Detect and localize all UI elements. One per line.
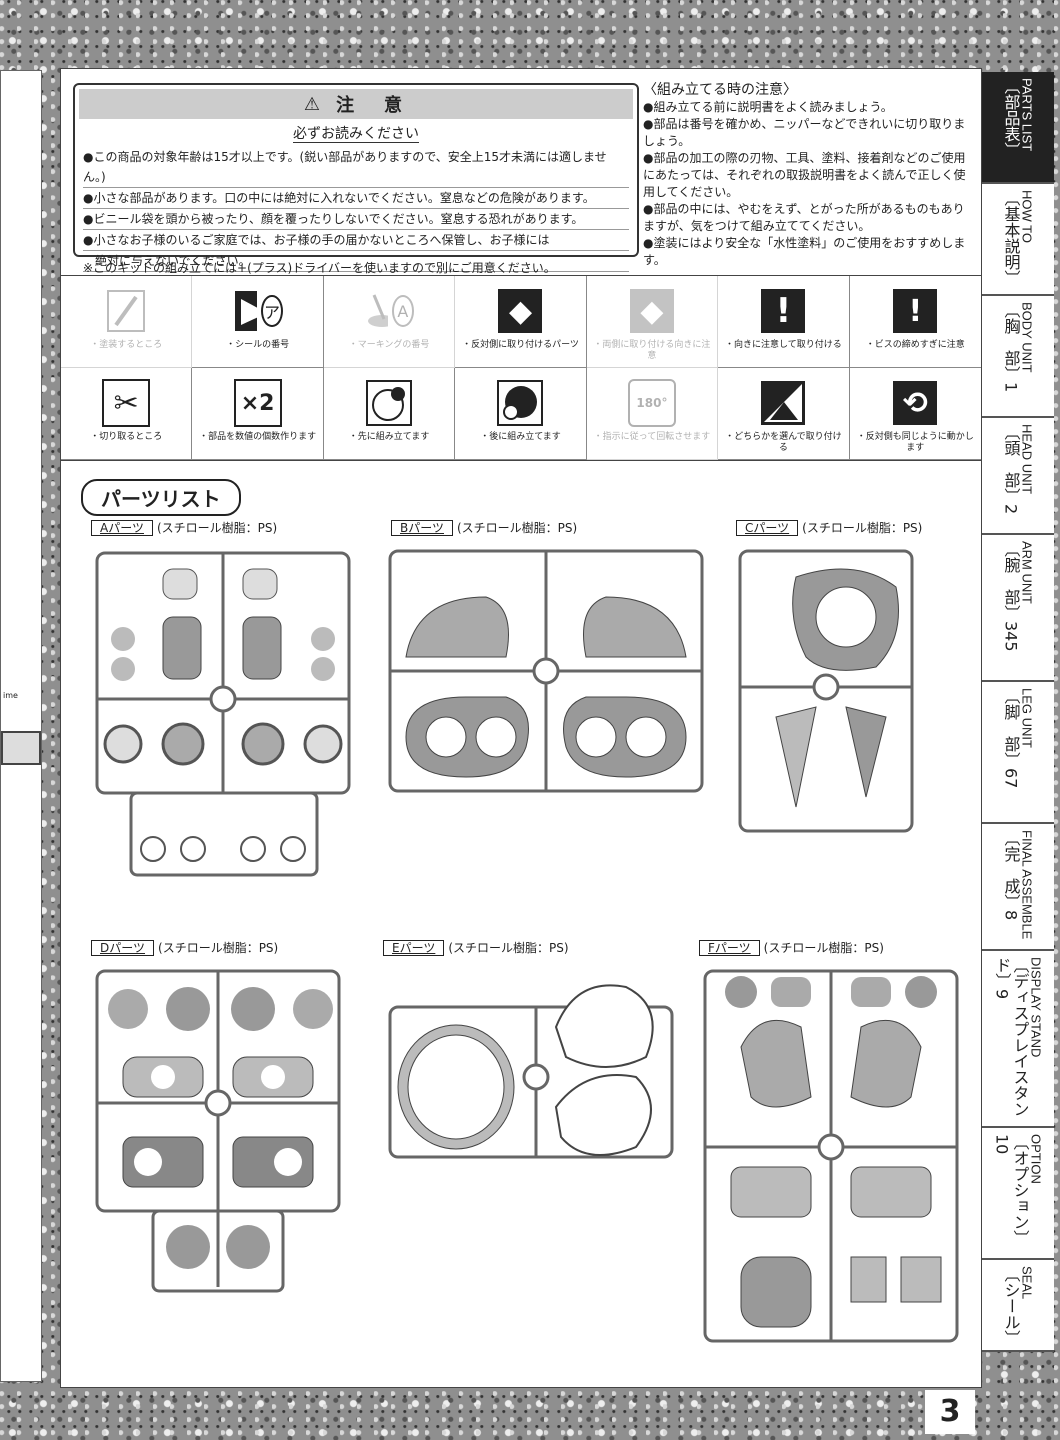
attention-icon: !: [758, 286, 808, 336]
symbol-label: ・どちらかを選んで取り付ける: [725, 432, 842, 453]
page-content: ⚠ 注 意 必ずお読みください ●この商品の対象年齢は15才以上です。(鋭い部品…: [60, 68, 982, 1388]
caution-title: 注 意: [336, 95, 409, 116]
symbol-label: ・後に組み立てます: [480, 432, 561, 442]
assembly-note: ●部品の中には、やむをえず、とがった所があるものもありますが、気をつけて組み立て…: [643, 202, 965, 233]
caution-item: ●小さなお子様のいるご家庭では、お子様の手の届かないところへ保管し、お子様には: [83, 230, 629, 251]
warning-triangle-icon: ⚠: [303, 93, 327, 115]
same-movement-icon: ⟲: [890, 378, 940, 428]
symbol-label: ・向きに注意して取り付ける: [724, 340, 842, 350]
caution-item: ●ビニール袋を頭から被ったり、顔を覆ったりしないでください。窒息する恐れがありま…: [83, 209, 629, 230]
symbol-legend: ・塗装するところ ア ・シールの番号 A ・マーキングの番号 ◆ ・反対側に取り…: [61, 275, 981, 461]
parts-label-b: Bパーツ(スチロール樹脂：PS): [391, 519, 577, 536]
caution-box: ⚠ 注 意 必ずお読みください ●この商品の対象年齢は15才以上です。(鋭い部品…: [73, 83, 639, 272]
symbol-label: ・マーキングの番号: [348, 340, 430, 350]
parts-label-f: Fパーツ(スチロール樹脂：PS): [699, 939, 884, 956]
symbol-cell: ・先に組み立てます: [323, 368, 456, 460]
caution-item: ●この商品の対象年齢は15才以上です。(鋭い部品がありますので、安全上15才未満…: [83, 147, 629, 188]
symbol-cell: 180° ・指示に従って回転させます: [586, 368, 719, 460]
runner-a: [95, 551, 351, 877]
parts-label-e: Eパーツ(スチロール樹脂：PS): [383, 939, 569, 956]
page-number: 3: [925, 1390, 975, 1434]
caution-subtitle: 必ずお読みください: [293, 126, 419, 143]
previous-page-fragment: ime: [3, 691, 18, 700]
symbol-cell: ⟲ ・反対側も同じように動かします: [849, 368, 981, 460]
nipper-icon: ✂: [101, 378, 151, 428]
both-sides-icon: ◆: [627, 286, 677, 336]
assembly-notes-title: 〈組み立てる時の注意〉: [643, 82, 797, 98]
tab-how-to[interactable]: 〔基本説明〕HOW TO: [982, 184, 1054, 296]
runner-c: [738, 549, 914, 833]
symbol-label: ・シールの番号: [226, 340, 290, 350]
previous-page-box: [1, 731, 41, 765]
symbol-cell: ・後に組み立てます: [455, 368, 587, 460]
multiply-icon: ×2: [233, 378, 283, 428]
symbol-cell: ! ・ビスの締めすぎに注意: [849, 276, 981, 368]
parts-label-c: Cパーツ(スチロール樹脂：PS): [736, 519, 922, 536]
symbol-cell: ◆ ・両側に取り付ける向きに注意: [586, 276, 719, 368]
symbol-label: ・部品を数値の個数作ります: [199, 432, 317, 442]
symbol-cell: A ・マーキングの番号: [323, 276, 456, 368]
caution-item: 絶対に与えないでください。: [83, 251, 629, 272]
symbol-cell: ・どちらかを選んで取り付ける: [718, 368, 850, 460]
tab-parts-list[interactable]: 〔部品表〕PARTS LIST: [982, 72, 1054, 184]
symbol-label: ・切り取るところ: [90, 432, 163, 442]
parts-label-a: Aパーツ(スチロール樹脂：PS): [91, 519, 277, 536]
tab-seal[interactable]: 〔シール〕SEAL: [982, 1260, 1054, 1352]
symbol-label: ・反対側も同じように動かします: [856, 432, 974, 453]
symbol-cell: ◆ ・反対側に取り付けるパーツ: [455, 276, 587, 368]
assembly-note: ●組み立てる前に説明書をよく読みましょう。: [643, 100, 893, 114]
assembly-note: ●部品の加工の際の刃物、工具、塗料、接着剤などのご使用にあたっては、それぞれの取…: [643, 151, 966, 199]
caution-header: ⚠ 注 意: [79, 89, 633, 119]
symbol-cell: ・塗装するところ: [61, 276, 193, 368]
opposite-side-icon: ◆: [495, 286, 545, 336]
runner-e: [388, 984, 674, 1159]
brush-icon: [101, 286, 151, 336]
marking-number-icon: A: [364, 286, 415, 336]
parts-label-d: Dパーツ(スチロール樹脂：PS): [91, 939, 278, 956]
choose-one-icon: [758, 378, 808, 428]
symbol-label: ・両側に取り付ける向きに注意: [593, 340, 711, 361]
first-assemble-icon: [364, 378, 414, 428]
seal-number-icon: ア: [233, 286, 283, 336]
symbol-cell: ×2 ・部品を数値の個数作ります: [192, 368, 324, 460]
symbol-cell: ! ・向きに注意して取り付ける: [718, 276, 850, 368]
previous-page-edge: ime: [0, 70, 42, 1382]
assembly-note: ●部品は番号を確かめ、ニッパーなどできれいに切り取りましょう。: [643, 117, 966, 148]
caution-item: ●小さな部品があります。口の中には絶対に入れないでください。窒息などの危険があり…: [83, 188, 629, 209]
symbol-cell: ア ・シールの番号: [192, 276, 324, 368]
symbol-label: ・ビスの締めすぎに注意: [865, 340, 965, 350]
symbol-cell: ✂ ・切り取るところ: [61, 368, 193, 460]
caution-list: ●この商品の対象年齢は15才以上です。(鋭い部品がありますので、安全上15才未満…: [75, 147, 637, 272]
symbol-label: ・先に組み立てます: [348, 432, 430, 442]
later-assemble-icon: [495, 378, 545, 428]
assembly-note: ●塗装にはより安全な「水性塗料」のご使用をおすすめします。: [643, 236, 966, 267]
rotate-icon: 180°: [627, 378, 677, 428]
symbol-label: ・塗装するところ: [90, 340, 163, 350]
assembly-notes: 〈組み立てる時の注意〉 ●組み立てる前に説明書をよく読みましょう。 ●部品は番号…: [643, 79, 973, 269]
runner-d: [95, 969, 341, 1293]
parts-list-title: パーツリスト: [81, 479, 241, 516]
runner-b: [388, 549, 704, 793]
symbol-label: ・反対側に取り付けるパーツ: [462, 340, 579, 350]
screw-warning-icon: !: [890, 286, 940, 336]
symbol-label: ・指示に従って回転させます: [593, 432, 711, 442]
runner-f: [703, 969, 959, 1343]
kit-note: ※このキットの組み立てには+(プラス)ドライバーを使いますので別にご用意ください…: [83, 261, 556, 275]
